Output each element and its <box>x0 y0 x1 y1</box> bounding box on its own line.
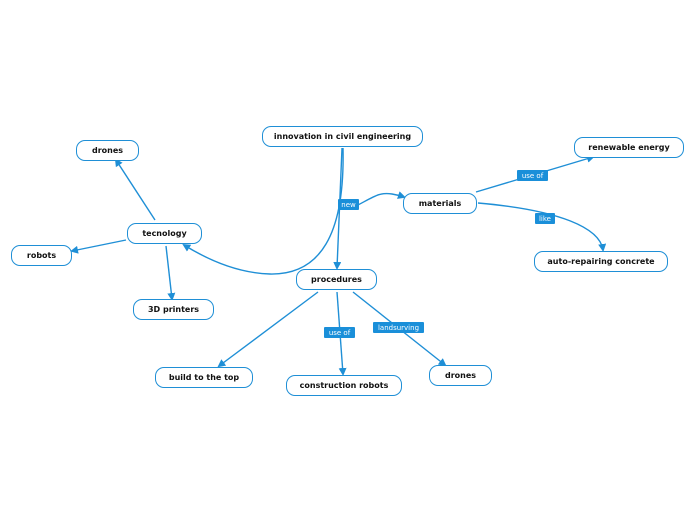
node-root[interactable]: innovation in civil engineering <box>262 126 423 147</box>
edge-label-use-of-materials: use of <box>517 170 548 181</box>
edge-root-tecnology <box>182 147 344 275</box>
node-robots[interactable]: robots <box>11 245 72 266</box>
node-tecnology[interactable]: tecnology <box>127 223 202 244</box>
node-construction-robots[interactable]: construction robots <box>286 375 402 396</box>
edge-tecnology-robots <box>70 239 127 254</box>
node-procedures[interactable]: procedures <box>296 269 377 290</box>
edge-label-use-of-procedures: use of <box>324 327 355 338</box>
edge-tecnology-drones <box>114 158 156 221</box>
edge-label-like: like <box>535 213 555 224</box>
node-drones-procedures[interactable]: drones <box>429 365 492 386</box>
edge-procedures-build <box>217 291 319 368</box>
edge-root-materials <box>357 191 406 206</box>
node-auto-repairing-concrete[interactable]: auto-repairing concrete <box>534 251 668 272</box>
edge-label-landsurving: landsurving <box>373 322 424 333</box>
node-3d-printers[interactable]: 3D printers <box>133 299 214 320</box>
node-build-to-the-top[interactable]: build to the top <box>155 367 253 388</box>
node-renewable-energy[interactable]: renewable energy <box>574 137 684 158</box>
node-materials[interactable]: materials <box>403 193 477 214</box>
edge-label-new: new <box>338 199 359 210</box>
edge-materials-concrete <box>477 202 607 252</box>
node-drones-technology[interactable]: drones <box>76 140 139 161</box>
edge-tecnology-printers <box>165 245 176 301</box>
